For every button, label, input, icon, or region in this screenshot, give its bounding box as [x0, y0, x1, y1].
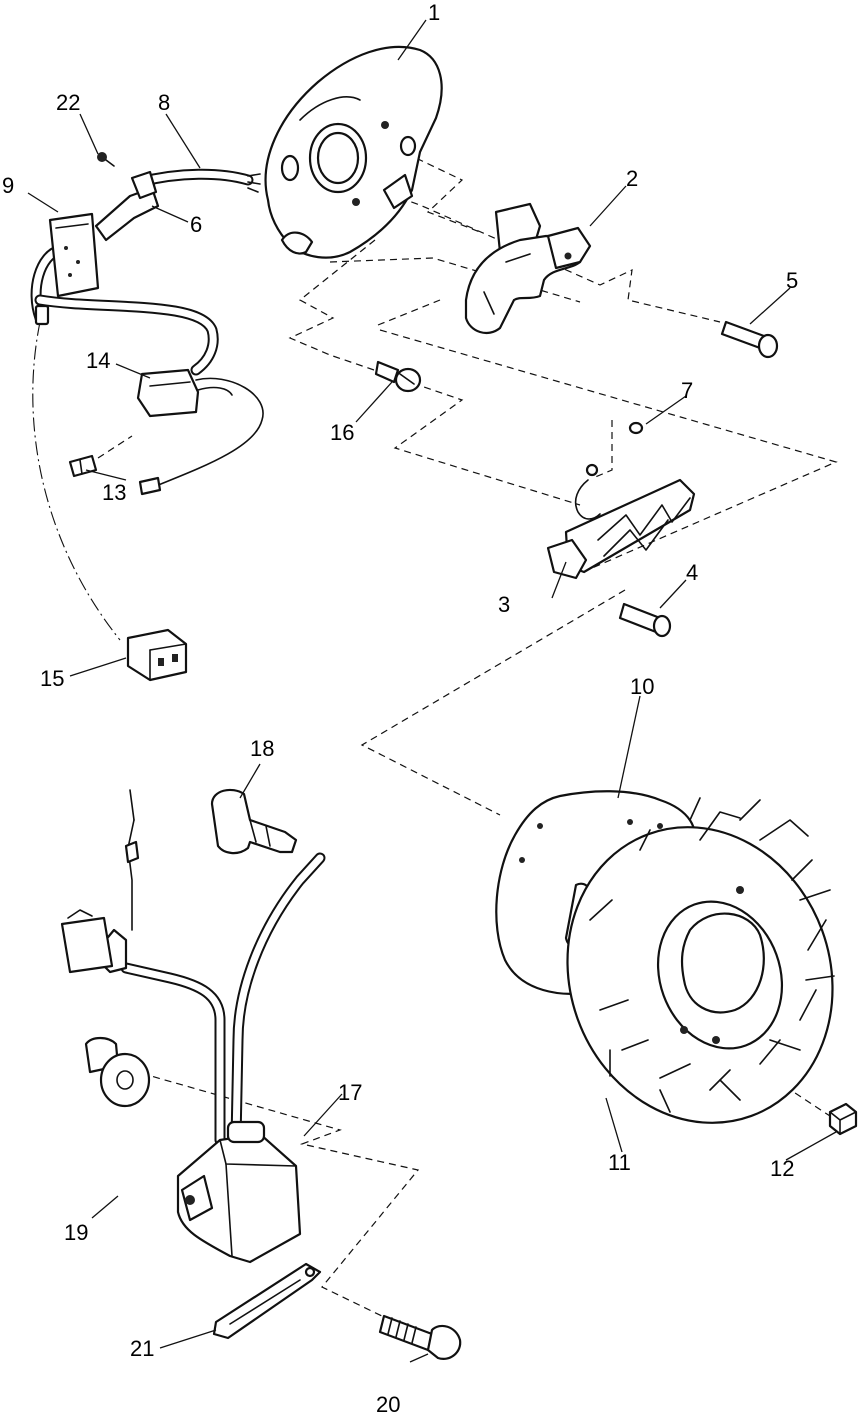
callout-2: 2: [626, 166, 638, 191]
screw-16: [374, 360, 422, 393]
clamp-6: [94, 170, 160, 242]
callout-labels: 1 2 3 4 5 6 7 8 9 10 11 12 13 14 15 16 1…: [2, 0, 798, 1417]
module-9: [48, 212, 100, 298]
stator-plate: [264, 45, 443, 259]
assembly-lines: [32, 147, 838, 1319]
callout-1: 1: [428, 0, 440, 25]
callout-6: 6: [190, 212, 202, 237]
callout-5: 5: [786, 268, 798, 293]
connector-15: [126, 628, 188, 682]
callout-3: 3: [498, 592, 510, 617]
terminal-13: [68, 435, 133, 478]
callout-4: 4: [686, 560, 698, 585]
callout-11: 11: [608, 1150, 631, 1175]
fan-11: [566, 797, 835, 1124]
callout-10: 10: [630, 674, 654, 699]
strap-21: [212, 1262, 322, 1340]
callout-9: 9: [2, 173, 14, 198]
callout-13: 13: [102, 480, 126, 505]
bolt-20: [378, 1314, 462, 1360]
screw-5: [720, 320, 779, 359]
callout-14: 14: [86, 348, 110, 373]
plug-cap-18: [210, 788, 298, 855]
ignition-coil-17: [60, 789, 326, 1264]
callout-8: 8: [158, 90, 170, 115]
callout-7: 7: [681, 378, 693, 403]
callout-19: 19: [64, 1220, 88, 1245]
lighting-coil: [546, 463, 696, 580]
screw-22: [97, 152, 115, 167]
nut-12: [828, 1102, 858, 1136]
leader-lines: [27, 19, 837, 1363]
callout-15: 15: [40, 666, 64, 691]
connector-14: [136, 368, 264, 496]
callout-21: 21: [130, 1336, 154, 1361]
callout-22: 22: [56, 90, 80, 115]
screw-4: [618, 602, 672, 638]
callout-18: 18: [250, 736, 274, 761]
callout-17: 17: [338, 1080, 362, 1105]
callout-20: 20: [376, 1392, 400, 1417]
callout-16: 16: [330, 420, 354, 445]
spacer-19: [84, 1036, 151, 1108]
pulser-coil: [464, 202, 592, 335]
callout-12: 12: [770, 1156, 794, 1181]
screw-7: [628, 421, 644, 435]
